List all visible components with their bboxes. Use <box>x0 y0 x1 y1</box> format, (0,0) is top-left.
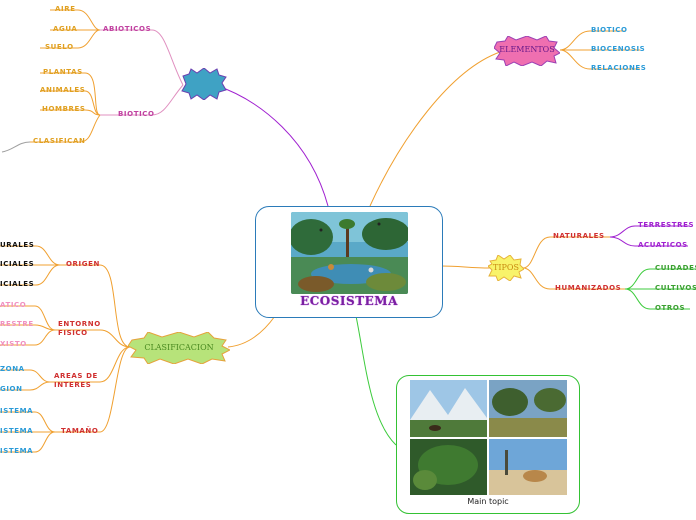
central-topic-title: ECOSISTEMA <box>300 294 398 308</box>
entorno-child-2[interactable]: RESTRE <box>0 320 34 328</box>
central-topic[interactable]: ECOSISTEMA <box>255 206 443 318</box>
tipos-label: TIPOS <box>493 263 519 272</box>
elementos-item-relaciones[interactable]: RELACIONES <box>591 64 647 72</box>
naturales-label[interactable]: NATURALES <box>553 232 605 240</box>
clasificacion-label: CLASIFICACION <box>144 343 214 352</box>
humanizados-label[interactable]: HUMANIZADOS <box>555 284 622 292</box>
abioticos-label[interactable]: ABIOTICOS <box>103 25 152 33</box>
elementos-label: ELEMENTOS <box>499 45 555 54</box>
animales-label[interactable]: ANIMALES <box>40 86 86 94</box>
clasifican-label[interactable]: CLASIFICAN <box>33 137 86 145</box>
origen-child-2[interactable]: ICIALES <box>0 260 35 268</box>
origen-child-3[interactable]: ICIALES <box>0 280 35 288</box>
plantas-label[interactable]: PLANTAS <box>43 68 83 76</box>
origen-label[interactable]: ORIGEN <box>66 260 100 268</box>
main-topic-image <box>410 380 567 495</box>
origen-child-1[interactable]: URALES <box>0 241 35 249</box>
tamano-label[interactable]: TAMAÑO <box>61 427 99 435</box>
aire-label[interactable]: AIRE <box>55 5 76 13</box>
elementos-item-biotico[interactable]: BIOTICO <box>591 26 628 34</box>
tipos-node[interactable]: TIPOS <box>487 254 525 282</box>
tamano-child-1[interactable]: ISTEMA <box>0 407 34 415</box>
biotico-label[interactable]: BIOTICO <box>118 110 155 118</box>
terrestres-label[interactable]: TERRESTRES <box>638 221 695 229</box>
elementos-item-biocenosis[interactable]: BIOCENOSIS <box>591 45 646 53</box>
suelo-label[interactable]: SUELO <box>45 43 74 51</box>
entorno-child-3[interactable]: XISTO <box>0 340 27 348</box>
main-topic-label: Main topic <box>467 497 509 506</box>
elementos-node[interactable]: ELEMENTOS <box>493 35 561 67</box>
tamano-child-3[interactable]: ISTEMA <box>0 447 34 455</box>
componentes-node[interactable] <box>181 67 227 101</box>
main-topic[interactable]: Main topic <box>396 375 580 514</box>
areas-child-2[interactable]: GION <box>0 385 23 393</box>
entorno-child-1[interactable]: ATICO <box>0 301 27 309</box>
otros-label[interactable]: OTROS <box>655 304 686 312</box>
clasificacion-node[interactable]: CLASIFICACION <box>127 331 232 365</box>
ecosystem-image <box>291 212 408 294</box>
areas-child-1[interactable]: ZONA <box>0 365 25 373</box>
cuidades-label[interactable]: CUIDADES <box>655 264 696 272</box>
hombres-label[interactable]: HOMBRES <box>42 105 86 113</box>
acuaticos-label[interactable]: ACUATICOS <box>638 241 688 249</box>
cultivos-label[interactable]: CULTIVOS <box>655 284 696 292</box>
areas-de-interes-label[interactable]: AREAS DE INTERES <box>54 372 98 389</box>
entorno-fisico-label[interactable]: ENTORNO FISICO <box>58 320 101 337</box>
agua-label[interactable]: AGUA <box>53 25 78 33</box>
tamano-child-2[interactable]: ISTEMA <box>0 427 34 435</box>
